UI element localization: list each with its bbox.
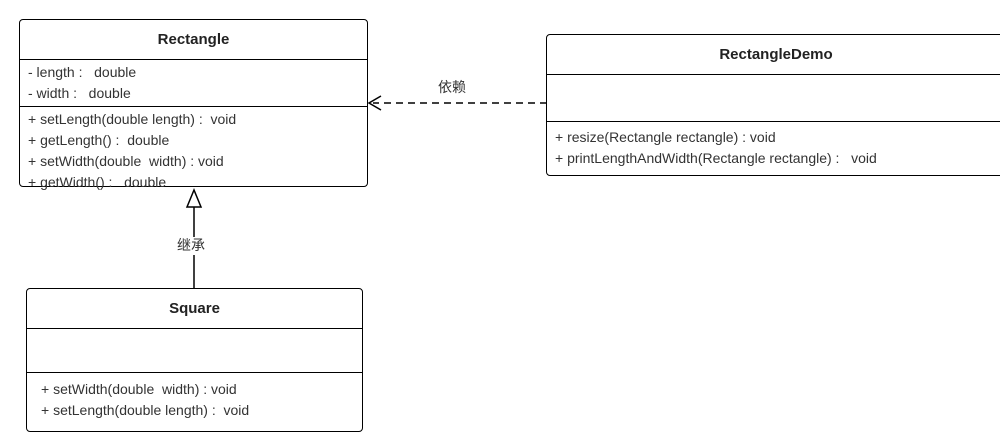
class-rectangle-attributes: - length : double - width : double: [20, 60, 367, 107]
operation-get-width: + getWidth() : double: [28, 174, 167, 190]
operation-get-length: + getLength() : double: [28, 132, 170, 148]
class-square-attributes: [27, 329, 362, 373]
class-rectangle-demo-name: RectangleDemo: [547, 35, 1000, 75]
attribute-width: - width : double: [28, 85, 131, 101]
class-rectangle-demo-operations: + resize(Rectangle rectangle) : void + p…: [547, 122, 1000, 171]
operation-set-length: + setLength(double length) : void: [28, 111, 237, 127]
operation-print-length-and-width: + printLengthAndWidth(Rectangle rectangl…: [555, 150, 877, 166]
dependency-label: 依赖: [436, 79, 468, 97]
class-rectangle-operations: + setLength(double length) : void + getL…: [20, 107, 367, 195]
inheritance-label: 继承: [175, 237, 207, 255]
class-rectangle-name: Rectangle: [20, 20, 367, 60]
class-square-name: Square: [27, 289, 362, 329]
operation-set-width: + setWidth(double width) : void: [41, 381, 237, 397]
operation-set-length: + setLength(double length) : void: [41, 402, 250, 418]
class-square[interactable]: Square + setWidth(double width) : void +…: [26, 288, 363, 432]
class-rectangle[interactable]: Rectangle - length : double - width : do…: [19, 19, 368, 190]
dependency-arrowhead: [367, 95, 382, 111]
class-square-operations: + setWidth(double width) : void + setLen…: [27, 373, 362, 423]
attribute-length: - length : double: [28, 64, 137, 80]
class-rectangle-demo[interactable]: RectangleDemo + resize(Rectangle rectang…: [546, 34, 1000, 176]
class-rectangle-demo-attributes: [547, 75, 1000, 122]
operation-resize: + resize(Rectangle rectangle) : void: [555, 129, 776, 145]
inheritance-triangle: [185, 188, 203, 208]
operation-set-width: + setWidth(double width) : void: [28, 153, 224, 169]
